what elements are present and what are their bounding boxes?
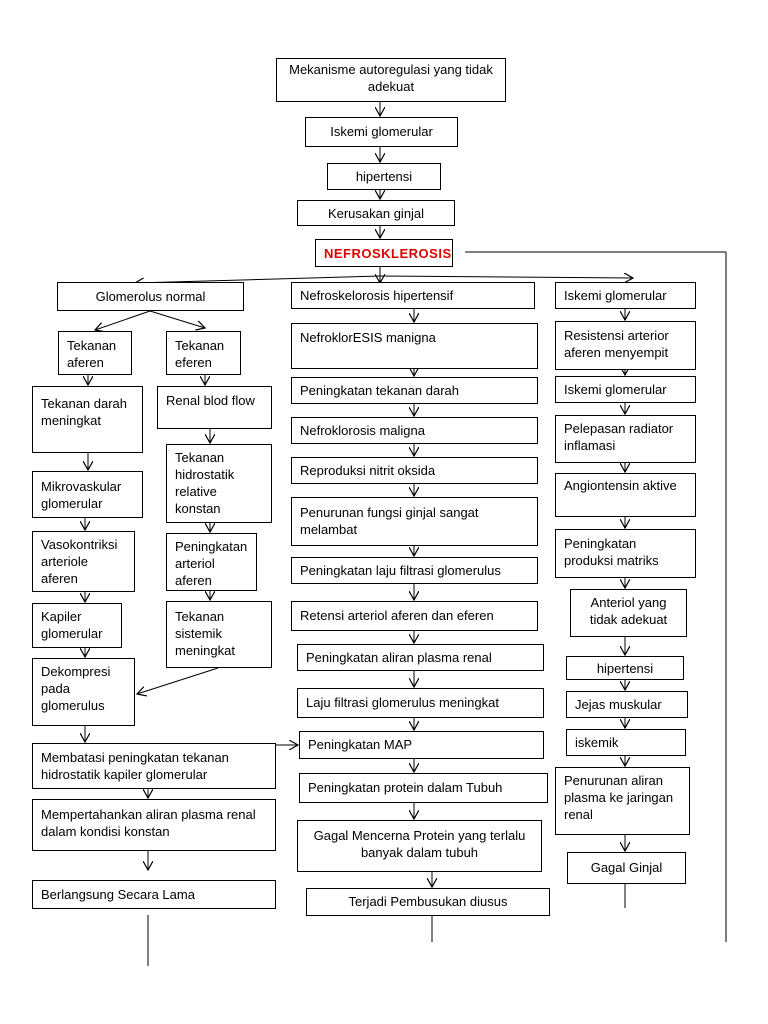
node-mekanisme: Mekanisme autoregulasi yang tidak adekua… [276,58,506,102]
node-nefroklorESIS-manigna: NefroklorESIS manigna [291,323,538,369]
node-glomerolus-normal: Glomerolus normal [57,282,244,311]
node-hipertensi-right: hipertensi [566,656,684,680]
node-tekanan-darah-meningkat: Tekanan darah meningkat [32,386,143,453]
node-angiontensin: Angiontensin aktive [555,473,696,517]
node-mikrovaskular: Mikrovaskular glomerular [32,471,143,518]
node-iskemik: iskemik [566,729,686,756]
node-nefroskelorosis-hipertensif: Nefroskelorosis hipertensif [291,282,535,309]
node-kapiler-glomerular: Kapiler glomerular [32,603,122,648]
node-hipertensi-top: hipertensi [327,163,441,190]
node-gagal-ginjal: Gagal Ginjal [567,852,686,884]
node-peningkatan-protein: Peningkatan protein dalam Tubuh [299,773,548,803]
node-retensi-arteriol: Retensi arteriol aferen dan eferen [291,601,538,631]
node-penurunan-fungsi: Penurunan fungsi ginjal sangat melambat [291,497,538,546]
node-iskemi-glomerular-r2: Iskemi glomerular [555,376,696,403]
node-laju-filtrasi-meningkat: Laju filtrasi glomerulus meningkat [297,688,544,718]
node-tekanan-sistemik: Tekanan sistemik meningkat [166,601,272,668]
node-tekanan-eferen: Tekanan eferen [166,331,241,375]
node-anteriol: Anteriol yang tidak adekuat [570,589,687,637]
node-pembusukan: Terjadi Pembusukan diusus [306,888,550,916]
node-berlangsung: Berlangsung Secara Lama [32,880,276,909]
node-membatasi: Membatasi peningkatan tekanan hidrostati… [32,743,276,789]
node-gagal-mencerna: Gagal Mencerna Protein yang terlalu bany… [297,820,542,872]
node-kerusakan-ginjal: Kerusakan ginjal [297,200,455,226]
node-nefrosklerosis: NEFROSKLEROSIS [315,239,453,267]
node-peningkatan-tekanan-darah: Peningkatan tekanan darah [291,377,538,404]
node-peningkatan-map: Peningkatan MAP [299,731,544,759]
node-nefroklorosis-maligna: Nefroklorosis maligna [291,417,538,444]
node-penurunan-aliran-plasma: Penurunan aliran plasma ke jaringan rena… [555,767,690,835]
node-resistensi-arterior: Resistensi arterior aferen menyempit [555,321,696,370]
node-tekanan-aferen: Tekanan aferen [58,331,132,375]
node-renal-blod-flow: Renal blod flow [157,386,272,429]
node-vasokontriksi: Vasokontriksi arteriole aferen [32,531,135,592]
node-reproduksi-nitrit: Reproduksi nitrit oksida [291,457,538,484]
node-peningkatan-laju-filtrasi: Peningkatan laju filtrasi glomerulus [291,557,538,584]
node-iskemi-glomerular-right: Iskemi glomerular [555,282,696,309]
node-mempertahankan: Mempertahankan aliran plasma renal dalam… [32,799,276,851]
node-dekompresi: Dekompresi pada glomerulus [32,658,135,726]
node-peningkatan-arteriol-aferen: Peningkatan arteriol aferen [166,533,257,591]
node-iskemi-glomerular-top: Iskemi glomerular [305,117,458,147]
node-peningkatan-aliran-plasma: Peningkatan aliran plasma renal [297,644,544,671]
node-tekanan-hidrostatik: Tekanan hidrostatik relative konstan [166,444,272,523]
node-peningkatan-produksi: Peningkatan produksi matriks [555,529,696,578]
node-jejas-muskular: Jejas muskular [566,691,688,718]
node-pelepasan-radiator: Pelepasan radiator inflamasi [555,415,696,463]
